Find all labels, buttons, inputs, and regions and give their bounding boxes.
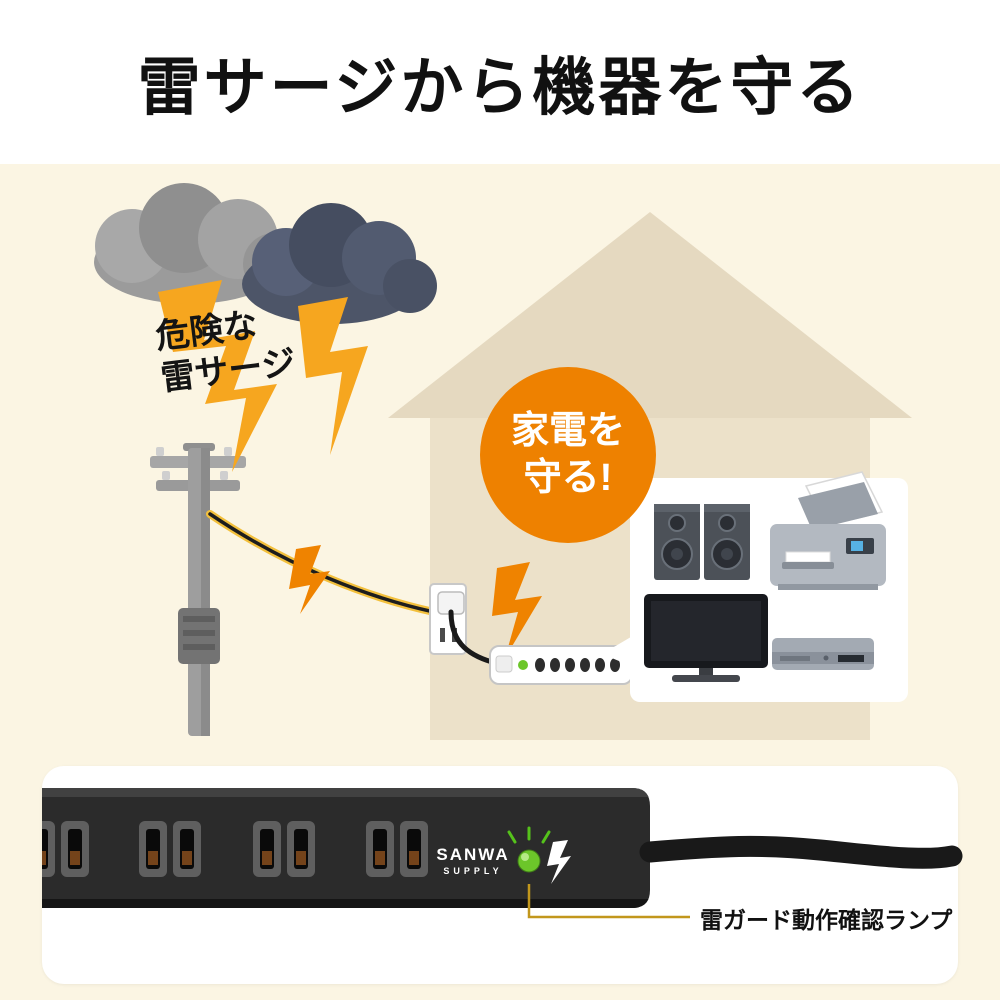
speaker-left-icon	[654, 504, 700, 580]
title-band: 雷サージから機器を守る	[0, 0, 1000, 164]
led-callout-label: 雷ガード動作確認ランプ	[700, 907, 953, 933]
white-lightning-icon	[547, 840, 571, 884]
led-indicator	[507, 826, 551, 873]
protect-badge	[480, 367, 656, 543]
protect-badge-line1: 家電を	[510, 410, 625, 452]
printer-icon	[770, 471, 886, 590]
danger-label: 危険な 雷サージ	[153, 300, 298, 400]
lightning-bolt-small-icon	[298, 297, 368, 455]
storm-cloud-dark-icon	[242, 203, 437, 324]
surge-strike-lightning-icon	[492, 562, 542, 658]
lightning-bolt-large-icon	[158, 280, 277, 472]
outlet-socket-1	[42, 821, 89, 877]
tv-icon	[644, 594, 768, 682]
storm-cloud-gray-icon	[94, 183, 305, 304]
power-line-lightning-icon	[289, 545, 330, 614]
protect-badge-line2: 守る!	[523, 457, 613, 499]
outlet-socket-2	[139, 821, 201, 877]
outlet-socket-4	[366, 821, 428, 877]
outlet-socket-3	[253, 821, 315, 877]
speaker-right-icon	[704, 504, 750, 580]
protect-badge-text: 家電を 守る!	[480, 408, 656, 502]
power-strip-product	[42, 788, 963, 908]
power-cable	[639, 835, 963, 869]
brand-line2: SUPPLY	[443, 866, 503, 876]
media-player-icon	[772, 638, 874, 670]
utility-pole	[150, 443, 246, 736]
brand-logo: SANWA SUPPLY	[434, 845, 512, 877]
page-title: 雷サージから機器を守る	[137, 52, 863, 123]
appliance-box	[602, 471, 908, 702]
brand-line1: SANWA	[436, 845, 510, 864]
power-line	[206, 510, 438, 616]
callout-line	[527, 884, 690, 919]
wall-outlet	[429, 583, 495, 665]
